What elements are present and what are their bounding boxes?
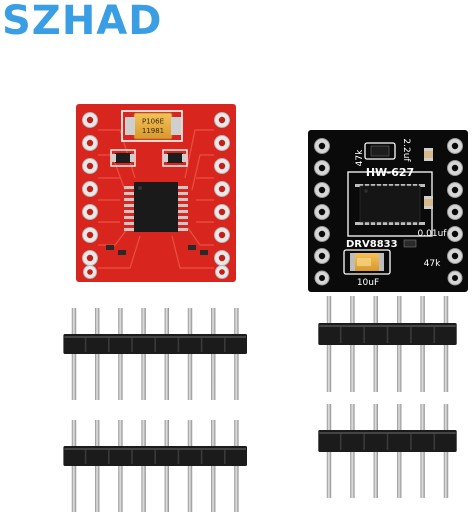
black-board-ic	[355, 184, 425, 225]
label-cap-0-01uf: 0.01uf	[418, 229, 448, 239]
label-cap-2-2uf: 2.2uf	[401, 138, 411, 162]
header-right-top	[318, 296, 457, 392]
label-47k-bottom: 47k	[424, 259, 441, 269]
cap-marking-1: P106E	[142, 118, 164, 126]
black-driver-board: 47k 2.2uf HW-627 0.01uf DRV8833 47k 10uF	[308, 130, 468, 292]
red-board-capacitor: P106E 11981	[125, 112, 181, 140]
black-board-capacitor	[350, 253, 384, 271]
brand-logo: SZHAD	[2, 0, 163, 44]
black-board-small-caps	[403, 148, 433, 248]
header-right-bottom	[318, 404, 457, 498]
pin-headers	[63, 296, 457, 512]
header-left-bottom	[63, 420, 248, 512]
label-model: HW-627	[366, 166, 414, 179]
label-cap-10uf: 10uF	[357, 278, 379, 288]
red-board-pads	[82, 112, 230, 279]
label-chip-name: DRV8833	[346, 239, 398, 250]
red-driver-board: P106E 11981	[76, 104, 236, 282]
red-board-ic	[124, 182, 188, 232]
header-left-top	[63, 308, 248, 400]
label-47k-top: 47k	[355, 149, 365, 166]
red-board-smd-parts	[110, 149, 188, 167]
cap-marking-2: 11981	[142, 127, 164, 135]
black-board-silkscreen: 47k 2.2uf HW-627 0.01uf DRV8833 47k 10uF	[346, 138, 447, 288]
black-board-pads	[314, 138, 463, 286]
